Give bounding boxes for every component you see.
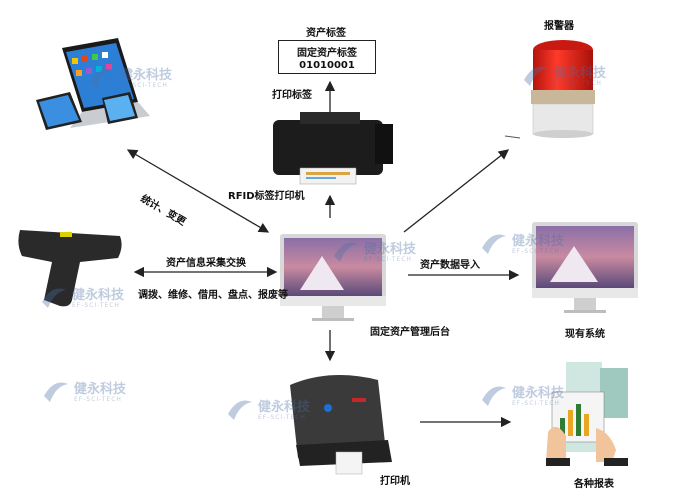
scanner-image [18, 230, 122, 307]
label-card-line1: 固定资产标签 [297, 48, 357, 59]
data-import-label: 资产数据导入 [420, 260, 480, 271]
rfid-printer-label: RFID标签打印机 [228, 191, 305, 202]
existing-system-label: 现有系统 [565, 329, 605, 340]
label-card-title: 资产标签 [306, 28, 346, 39]
alarm-label: 报警器 [544, 21, 574, 32]
existing-system-image [532, 222, 638, 313]
laptop-image [36, 38, 150, 130]
barcode-printer-image [290, 375, 392, 475]
alarm-image [504, 40, 595, 139]
reports-image [546, 362, 628, 466]
backend-computer-image [280, 234, 386, 321]
label-printer-image [273, 112, 393, 185]
operations-label: 调拨、维修、借用、盘点、报废等 [138, 290, 288, 301]
reports-label: 各种报表 [574, 479, 614, 490]
printer-label: 打印机 [380, 476, 410, 487]
backend-label: 固定资产管理后台 [370, 327, 450, 338]
arrow-laptop-backend [126, 149, 270, 233]
print-label-text: 打印标签 [272, 90, 312, 101]
asset-label-card: 固定资产标签 01010001 [278, 40, 376, 74]
label-card-line2: 01010001 [299, 60, 355, 71]
info-exchange-label: 资产信息采集交换 [166, 258, 246, 269]
arrow-backend-alarm [403, 149, 510, 233]
